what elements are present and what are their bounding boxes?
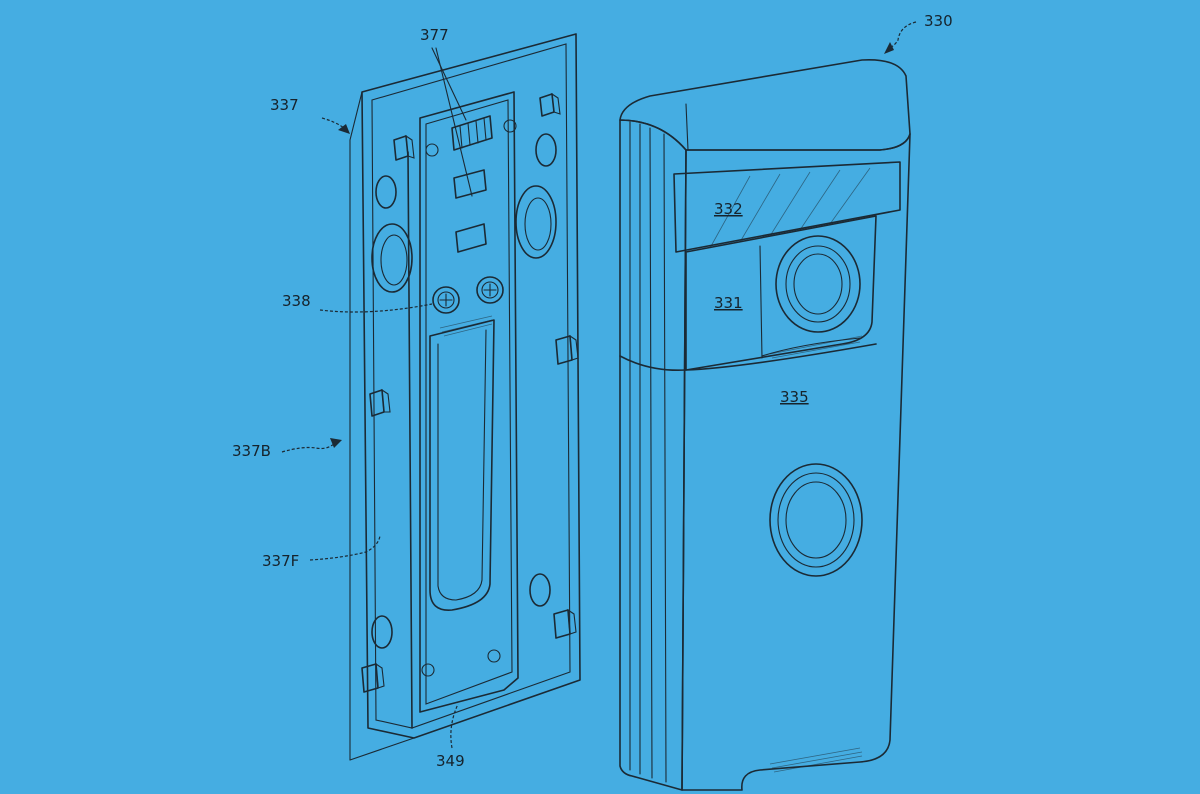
left-rail <box>407 151 413 729</box>
screw-hole <box>425 143 439 157</box>
ref-label-337: 337 <box>270 96 299 114</box>
ref-label-330: 330 <box>924 12 953 30</box>
plate-hole-bottom-left <box>371 615 393 649</box>
ref-label-331: 331 <box>714 294 743 312</box>
ref-label-332: 332 <box>714 200 743 218</box>
ref-label-337B: 337B <box>232 442 271 460</box>
ref-label-337F: 337F <box>262 552 299 570</box>
back-plate-outline <box>361 33 581 739</box>
mounting-slot <box>429 319 495 611</box>
center-channel <box>419 91 519 713</box>
camera-lens <box>775 235 861 333</box>
contact-pad-upper <box>453 169 487 199</box>
camera-housing <box>685 215 877 371</box>
screw-right <box>476 276 504 304</box>
doorbell-device <box>619 59 911 791</box>
plate-hole-right-small <box>535 133 557 167</box>
contact-pad-lower <box>455 223 487 253</box>
plate-hole-left-large <box>371 223 413 293</box>
plate-hole-left-small <box>375 175 397 209</box>
ref-337B-group: 337B <box>232 438 342 460</box>
ref-337F-group: 337F <box>262 535 381 570</box>
ref-349-group: 349 <box>436 703 465 770</box>
plate-edge-bottom <box>349 737 415 761</box>
screw-left <box>432 286 460 314</box>
ref-377-group: 377 <box>420 26 473 197</box>
ref-label-335: 335 <box>780 388 809 406</box>
screw-hole <box>487 649 501 663</box>
plate-hole-right-large <box>515 185 557 259</box>
ref-337-group: 337 <box>270 96 350 134</box>
back-plate-inner-edge <box>371 43 571 729</box>
device-front-face <box>681 133 911 791</box>
ref-label-338: 338 <box>282 292 311 310</box>
clip-top-right <box>539 92 561 117</box>
clip-mid-left <box>369 388 391 417</box>
bottom-vent <box>769 747 863 773</box>
screw-hole <box>503 119 517 133</box>
plate-hole-bottom-right <box>529 573 551 607</box>
plate-edge-top <box>349 91 363 141</box>
clip-mid-right <box>555 334 579 365</box>
ref-label-349: 349 <box>436 752 465 770</box>
center-channel-inner <box>425 99 513 705</box>
clip-bottom-left <box>361 662 385 693</box>
clip-bottom-right <box>553 608 577 639</box>
body-seam <box>619 343 877 372</box>
ref-338-group: 338 <box>282 292 433 313</box>
doorbell-button <box>769 463 863 577</box>
ref-label-377: 377 <box>420 26 449 44</box>
connector-block <box>451 115 493 253</box>
clip-top-left <box>393 134 415 161</box>
mounting-plate <box>349 33 581 761</box>
ref-330-group: 330 <box>884 12 953 54</box>
sensor-band <box>673 161 901 253</box>
screw-hole <box>421 663 435 677</box>
